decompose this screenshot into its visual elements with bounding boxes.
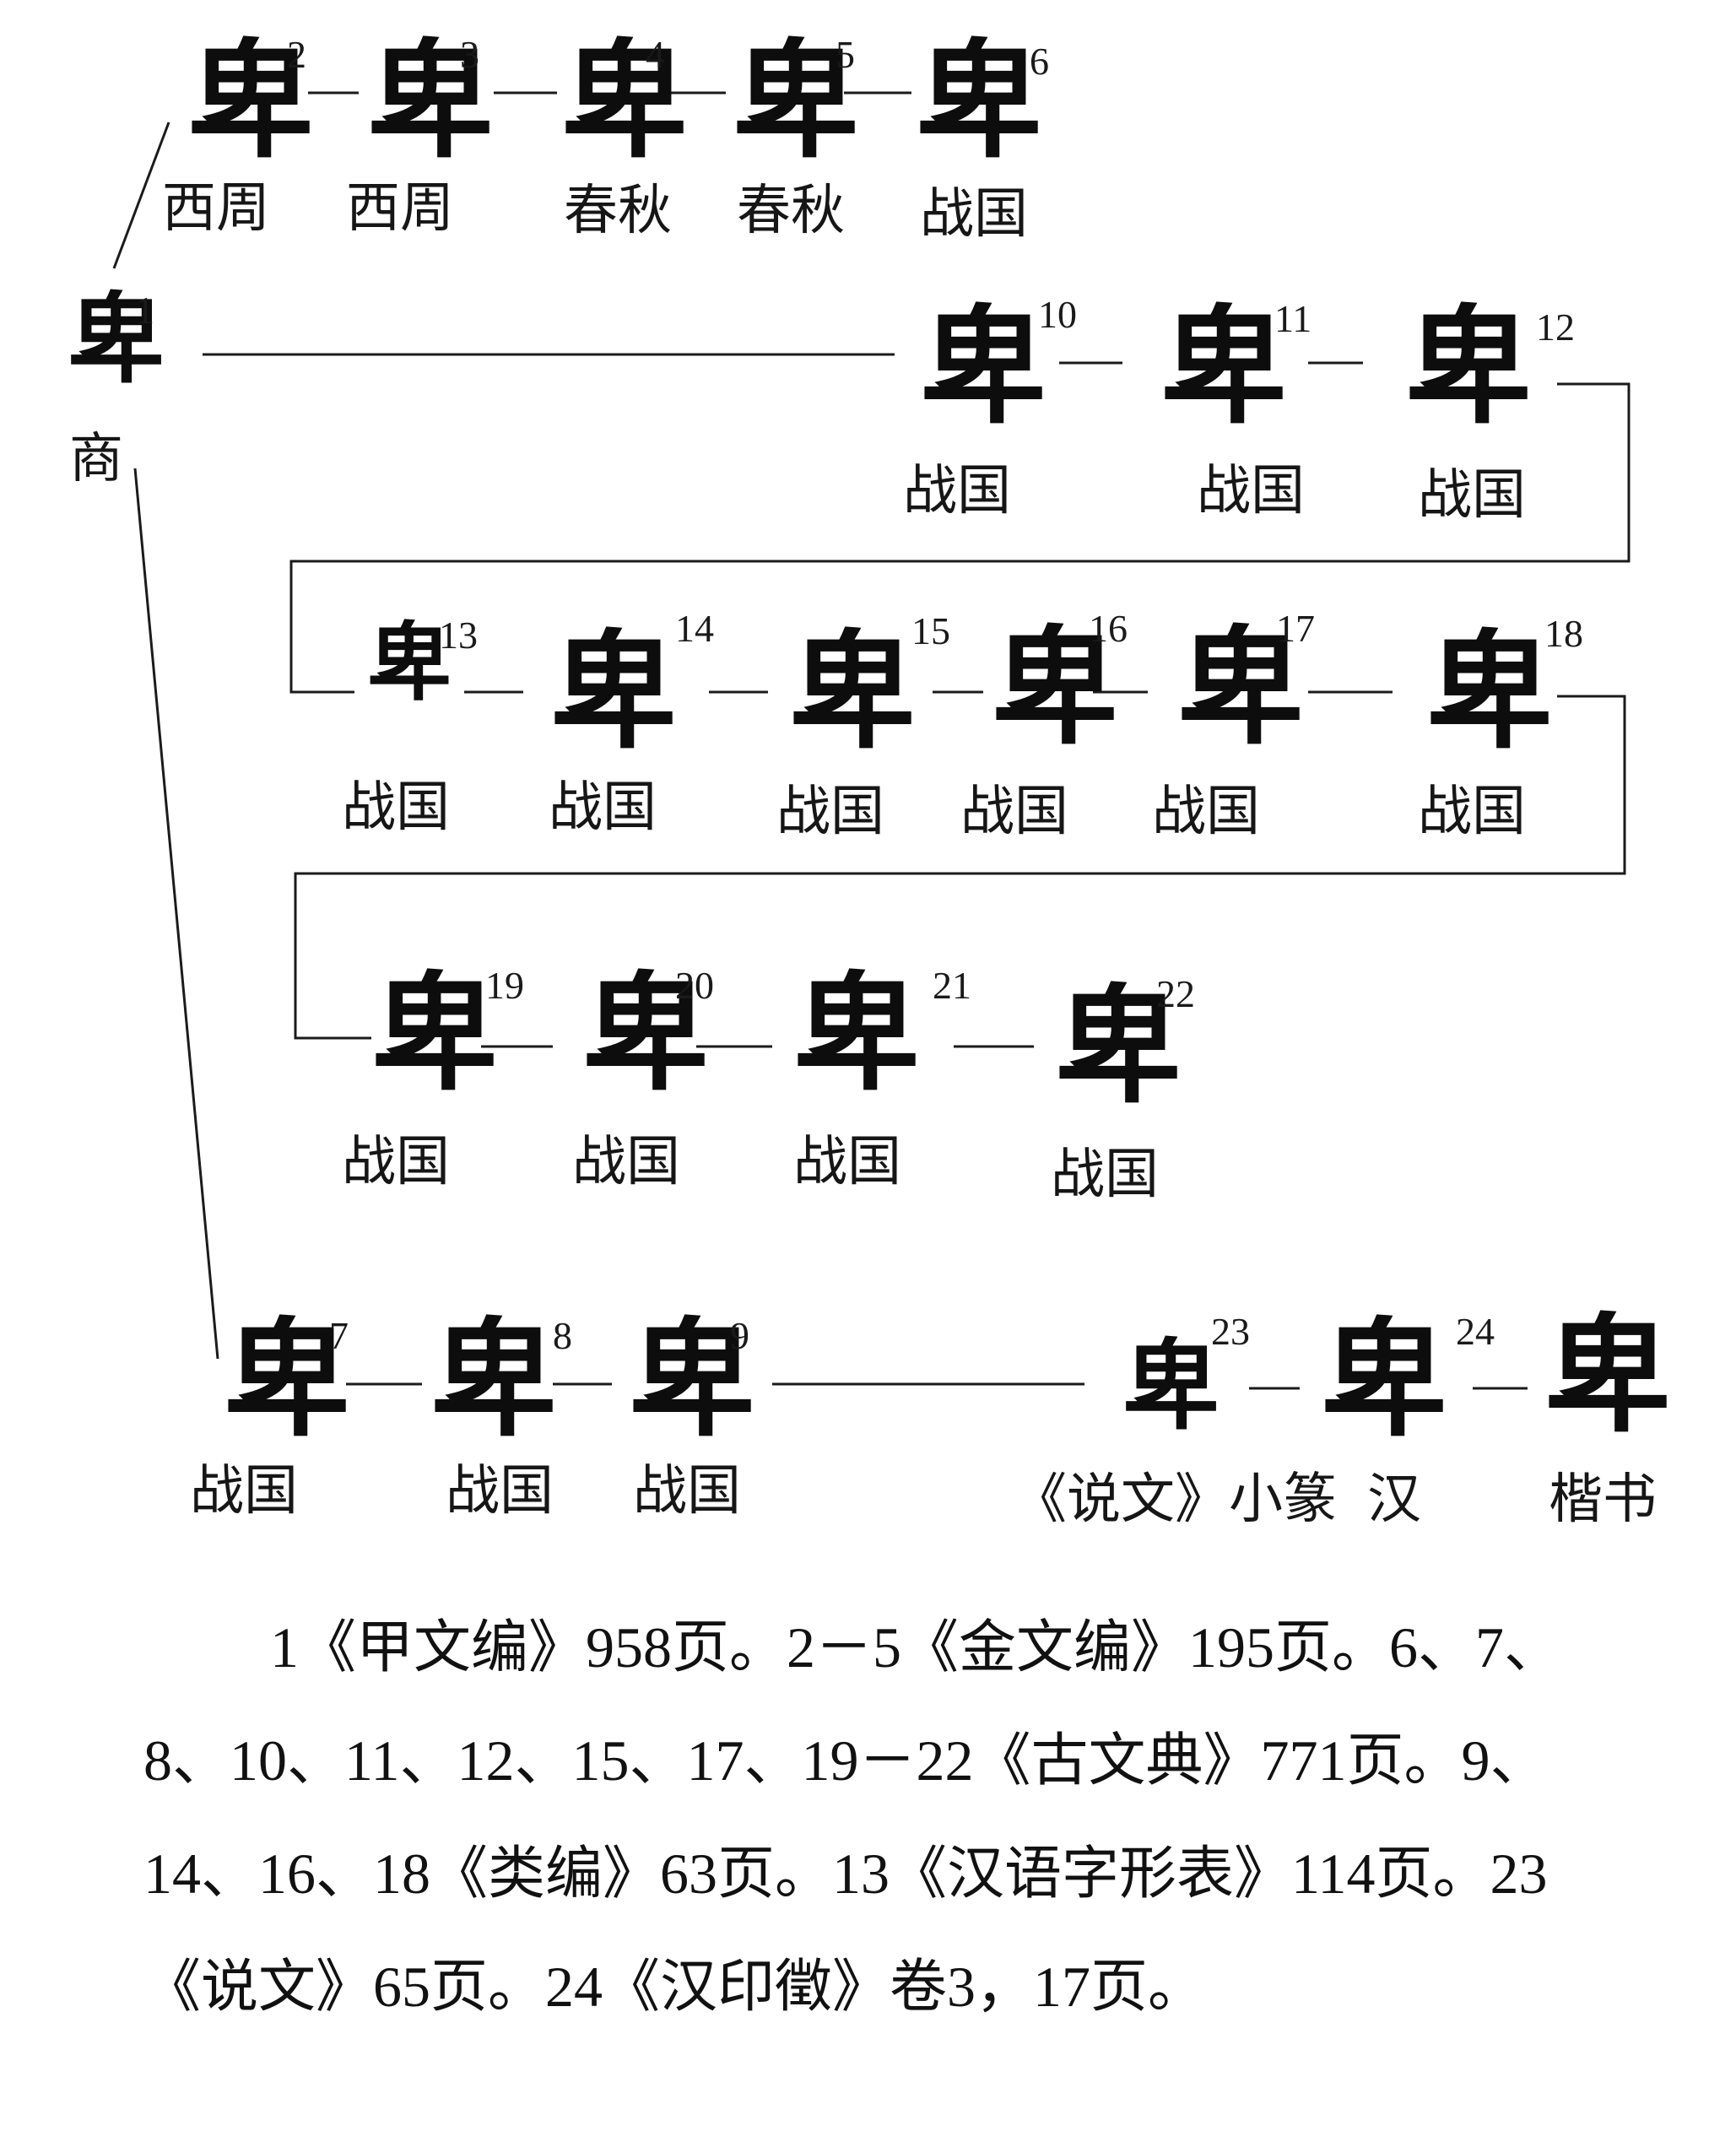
period-13: 战国: [342, 776, 450, 839]
period-24: 汉: [1367, 1468, 1421, 1531]
number-6: 6: [1030, 40, 1049, 83]
period-6: 战国: [920, 183, 1028, 246]
glyph-16: 卑: [992, 614, 1119, 762]
glyph-22: 卑: [1055, 972, 1182, 1121]
number-12: 12: [1536, 306, 1575, 349]
branch-line-top: [112, 122, 170, 269]
glyph-1: 卑: [68, 283, 165, 397]
row-connector: [294, 695, 1626, 1040]
glyph-11: 卑: [1160, 293, 1288, 441]
period-4: 春秋: [564, 180, 672, 242]
period-3: 西周: [346, 177, 454, 240]
number-7: 7: [329, 1314, 349, 1357]
period-15: 战国: [776, 781, 884, 843]
period-kaishu: 楷书: [1549, 1468, 1657, 1531]
number-1: 1: [135, 289, 154, 332]
number-19: 19: [485, 964, 524, 1007]
number-20: 20: [675, 964, 714, 1007]
number-13: 13: [439, 614, 478, 657]
glyph-7: 卑: [224, 1306, 351, 1454]
period-19: 战国: [342, 1131, 450, 1193]
glyph-5: 卑: [733, 27, 860, 176]
period-8: 战国: [446, 1460, 554, 1523]
number-8: 8: [553, 1314, 572, 1357]
period-1: 商: [69, 428, 123, 490]
period-22: 战国: [1051, 1144, 1159, 1206]
row-connector: [289, 382, 1631, 694]
period-2: 西周: [162, 177, 270, 240]
period-5: 春秋: [737, 180, 845, 242]
glyph-19: 卑: [371, 960, 499, 1108]
period-16: 战国: [960, 781, 1068, 843]
number-23: 23: [1211, 1310, 1250, 1353]
number-17: 17: [1276, 607, 1315, 650]
glyph-8: 卑: [430, 1306, 558, 1454]
period-17: 战国: [1152, 781, 1260, 843]
glyph-2: 卑: [187, 27, 315, 176]
period-7: 战国: [190, 1460, 298, 1523]
period-23: 《说文》小篆: [1013, 1468, 1337, 1531]
glyph-6: 卑: [916, 27, 1043, 176]
period-12: 战国: [1418, 464, 1526, 527]
glyph-12: 卑: [1405, 293, 1533, 441]
number-4: 4: [646, 33, 665, 76]
glyph-23: 卑: [1122, 1329, 1220, 1443]
period-14: 战国: [549, 776, 657, 839]
number-18: 18: [1544, 612, 1583, 655]
number-3: 3: [460, 33, 479, 76]
period-10: 战国: [903, 460, 1011, 522]
glyph-17: 卑: [1177, 614, 1305, 762]
number-10: 10: [1038, 293, 1077, 336]
glyph-20: 卑: [582, 960, 710, 1108]
glyph-9: 卑: [629, 1306, 756, 1454]
branch-line-bottom: [133, 468, 219, 1360]
period-20: 战国: [572, 1131, 680, 1193]
source-caption: 1《甲文编》958页。2－5《金文编》195页。6、7、8、10、11、12、1…: [143, 1615, 1562, 2019]
glyph-21: 卑: [793, 960, 921, 1108]
period-9: 战国: [633, 1460, 741, 1523]
glyph-13: 卑: [367, 613, 452, 712]
glyph-18: 卑: [1426, 618, 1554, 766]
glyph-3: 卑: [367, 27, 495, 176]
period-18: 战国: [1418, 781, 1526, 843]
period-11: 战国: [1197, 460, 1305, 522]
glyph-kaishu: 卑: [1544, 1301, 1672, 1450]
number-9: 9: [730, 1314, 749, 1357]
number-22: 22: [1156, 972, 1195, 1015]
number-24: 24: [1456, 1310, 1495, 1353]
glyph-24: 卑: [1321, 1306, 1448, 1454]
glyph-15: 卑: [789, 618, 917, 766]
period-21: 战国: [793, 1131, 901, 1193]
number-15: 15: [911, 609, 950, 652]
glyph-14: 卑: [550, 618, 678, 766]
number-16: 16: [1089, 607, 1128, 650]
number-14: 14: [675, 607, 714, 650]
glyph-10: 卑: [920, 293, 1047, 441]
number-5: 5: [836, 33, 855, 76]
glyph-4: 卑: [561, 27, 689, 176]
number-21: 21: [933, 964, 971, 1007]
number-11: 11: [1274, 297, 1312, 340]
number-2: 2: [287, 33, 306, 76]
